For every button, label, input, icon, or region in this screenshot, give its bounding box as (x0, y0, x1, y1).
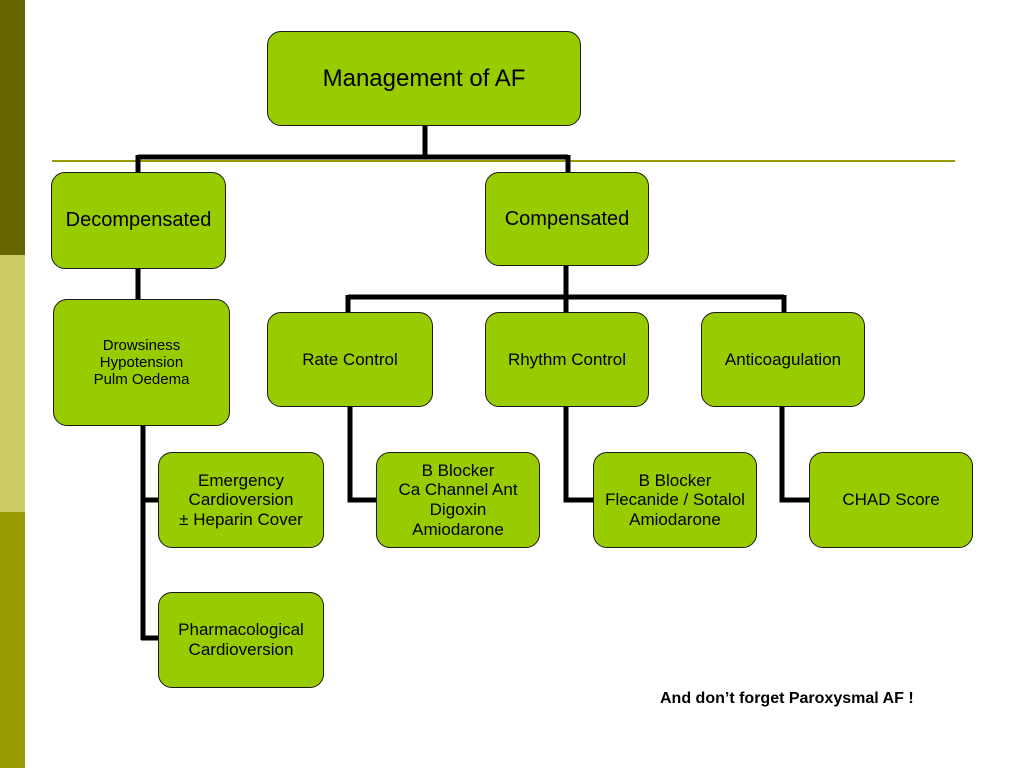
node-pharmacological-cardioversion: Pharmacological Cardioversion (158, 592, 324, 688)
node-rate-control: Rate Control (267, 312, 433, 407)
rate-drug-line: B Blocker (421, 460, 495, 480)
node-compensated-label: Compensated (504, 207, 630, 230)
node-rate-control-label: Rate Control (302, 349, 398, 369)
node-symptoms: Drowsiness Hypotension Pulm Oedema (53, 299, 230, 426)
pharmacological-line: Cardioversion (188, 640, 294, 659)
connector-rate (347, 405, 378, 503)
node-rate-control-drugs: B Blocker Ca Channel Ant Digoxin Amiodar… (376, 452, 540, 548)
node-anticoagulation: Anticoagulation (701, 312, 865, 407)
node-management-of-af-label: Management of AF (322, 64, 526, 92)
emergency-line: ± Heparin Cover (179, 509, 303, 529)
symptom-line: Pulm Oedema (93, 371, 190, 389)
rate-drug-line: Digoxin (429, 500, 487, 519)
node-rhythm-control-label: Rhythm Control (507, 349, 627, 369)
node-anticoagulation-label: Anticoagulation (724, 349, 842, 369)
rhythm-drug-line: Flecanide / Sotalol (605, 490, 745, 510)
node-decompensated: Decompensated (51, 172, 226, 269)
node-chad-score: CHAD Score (809, 452, 973, 548)
node-compensated: Compensated (485, 172, 649, 266)
rhythm-drug-line: Amiodarone (629, 509, 721, 529)
rate-drug-line: Amiodarone (412, 519, 504, 539)
footnote: And don’t forget Paroxysmal AF ! (660, 690, 914, 707)
connector-compensated (345, 265, 787, 314)
node-chad-score-label: CHAD Score (842, 490, 940, 510)
emergency-line: Emergency (198, 470, 284, 490)
connector-rhythm (563, 405, 595, 503)
symptom-line: Drowsiness (102, 336, 181, 354)
emergency-line: Cardioversion (188, 490, 294, 510)
rate-drug-line: Ca Channel Ant (398, 480, 518, 500)
symptom-line: Hypotension (99, 353, 184, 371)
sidebar-band-top (0, 0, 25, 255)
node-emergency-cardioversion: Emergency Cardioversion ± Heparin Cover (158, 452, 324, 548)
node-rhythm-control: Rhythm Control (485, 312, 649, 407)
sidebar-band-middle (0, 255, 25, 512)
connector-anticoag (779, 405, 811, 503)
header-rule (52, 160, 955, 162)
node-management-of-af: Management of AF (267, 31, 581, 126)
node-rhythm-control-drugs: B Blocker Flecanide / Sotalol Amiodarone (593, 452, 757, 548)
pharmacological-line: Pharmacological (178, 620, 304, 640)
connector-root (135, 125, 571, 174)
node-decompensated-label: Decompensated (65, 209, 212, 231)
connector-symptoms (140, 425, 160, 641)
sidebar-band-bottom (0, 512, 25, 768)
rhythm-drug-line: B Blocker (638, 470, 712, 490)
